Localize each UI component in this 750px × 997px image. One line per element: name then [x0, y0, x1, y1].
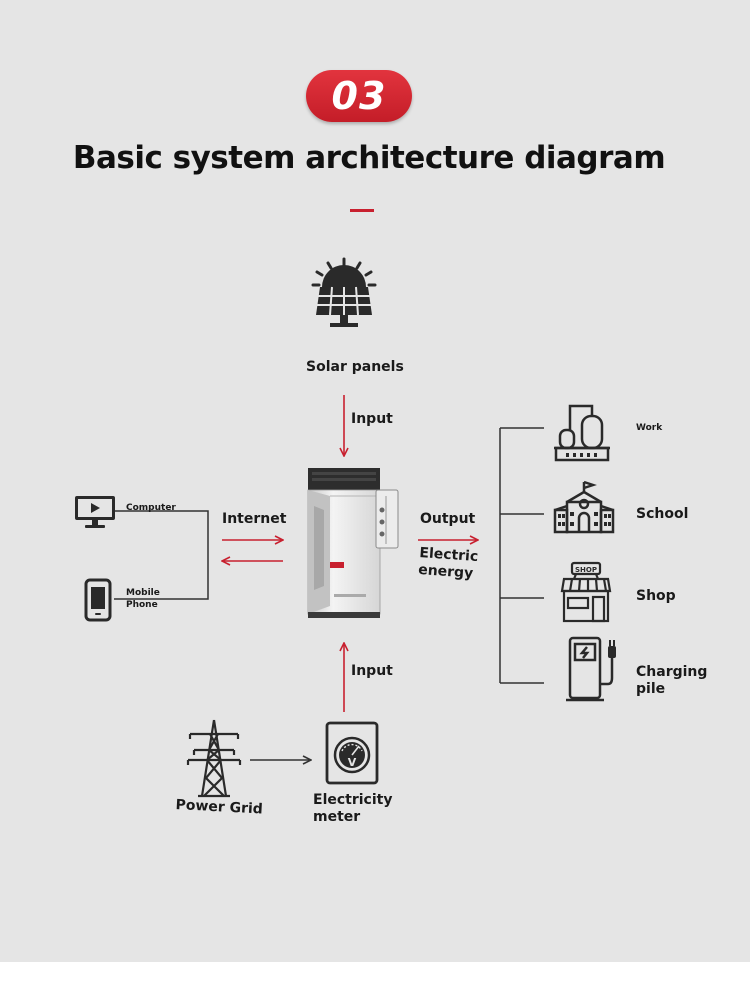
solar-panel-icon [311, 257, 377, 327]
electricity-meter-label: Electricity meter [313, 792, 393, 825]
shop-sign-text: SHOP [575, 566, 597, 574]
power-tower-icon [186, 719, 242, 798]
output-label: Output [420, 511, 476, 527]
mobile-phone-label: Mobile Phone [126, 588, 160, 610]
connectors [114, 395, 544, 962]
page-title: Basic system architecture diagram [72, 140, 666, 176]
computer-monitor-icon [75, 496, 115, 528]
solar-panels-label: Solar panels [306, 359, 404, 375]
shop-label: Shop [636, 588, 676, 604]
electric-energy-label: Electric energy [417, 545, 479, 582]
title-underline-dash [350, 209, 374, 212]
meter-symbol-text: V [348, 756, 357, 769]
shop-icon: SHOP [560, 561, 612, 623]
work-label: Work [636, 423, 663, 433]
computer-label: Computer [126, 503, 176, 513]
mobile-phone-icon [84, 578, 112, 622]
section-number-badge: 03 [306, 70, 412, 122]
school-icon [553, 480, 615, 534]
device-bracket [114, 510, 209, 600]
factory-icon [554, 404, 610, 462]
voltmeter-icon: V [325, 721, 379, 785]
school-label: School [636, 506, 689, 522]
input-top-label: Input [351, 411, 393, 427]
charging-pile-label: Charging pile [636, 664, 708, 697]
internet-label: Internet [222, 511, 287, 527]
input-bottom-label: Input [351, 663, 393, 679]
charging-pile-icon [566, 636, 616, 702]
energy-storage-cabinet-icon [307, 468, 399, 618]
